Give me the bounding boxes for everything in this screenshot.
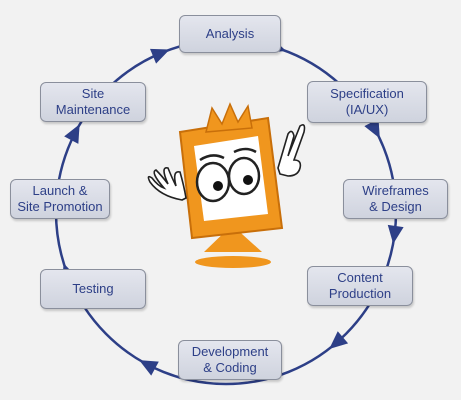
cycle-arrow-icon [387,224,404,244]
cycle-arrow-icon [64,124,80,144]
stage-maintenance[interactable]: Site Maintenance [40,82,146,122]
stage-development[interactable]: Development & Coding [178,340,282,380]
cycle-arrow-icon [329,331,349,349]
computer-mascot-icon [147,102,306,268]
cycle-arrow-icon [139,360,159,376]
stage-wireframes[interactable]: Wireframes & Design [343,179,448,219]
cycle-arrow-icon [150,48,170,64]
cycle-arrow-icon [364,118,380,139]
stage-content-production[interactable]: Content Production [307,266,413,306]
stage-specification[interactable]: Specification (IA/UX) [307,81,427,123]
stage-analysis[interactable]: Analysis [179,15,281,53]
stage-testing[interactable]: Testing [40,269,146,309]
stage-launch[interactable]: Launch & Site Promotion [10,179,110,219]
